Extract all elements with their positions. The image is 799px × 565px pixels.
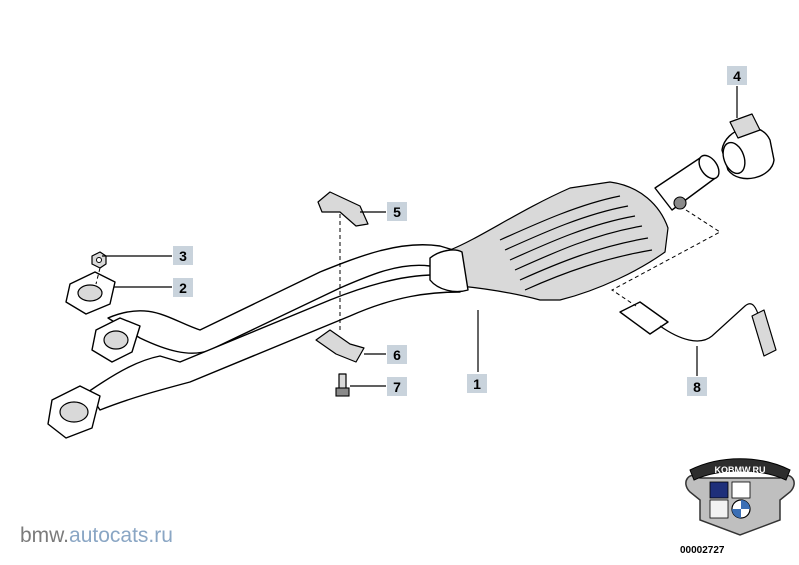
callout-5-label: 5 <box>393 204 401 220</box>
upper-bracket-part <box>317 191 369 227</box>
lower-bracket-part <box>315 329 365 363</box>
kobmw-logo: KOBMW.RU <box>685 458 795 536</box>
callout-6: 6 <box>387 345 407 364</box>
watermark: bmw.autocats.ru <box>20 524 173 548</box>
callout-6-label: 6 <box>393 347 401 363</box>
callout-4: 4 <box>727 66 747 85</box>
oxygen-sensor-part <box>619 301 777 357</box>
logo-text: KOBMW.RU <box>715 465 766 475</box>
leader-lines <box>102 86 738 387</box>
callout-2: 2 <box>173 278 193 297</box>
nut-part <box>91 251 107 269</box>
callout-7-label: 7 <box>393 379 401 395</box>
exhaust-pipe-assembly <box>87 154 720 411</box>
pipe-flanges <box>47 317 141 439</box>
assembly-guide-lines <box>95 209 721 330</box>
gasket-part <box>65 271 116 315</box>
diagram-code: 00002727 <box>680 545 725 556</box>
callout-8-label: 8 <box>693 379 701 395</box>
callout-4-label: 4 <box>733 68 741 84</box>
bolt-part <box>335 373 350 397</box>
callout-3: 3 <box>173 246 193 265</box>
converter-ribs <box>499 195 653 291</box>
watermark-part2: autocats.ru <box>69 524 173 547</box>
watermark-part1: bmw. <box>20 524 70 547</box>
callout-2-label: 2 <box>179 280 187 296</box>
callout-1-label: 1 <box>473 376 481 392</box>
callout-8: 8 <box>687 377 707 396</box>
clamp-part <box>721 113 775 180</box>
callout-5: 5 <box>387 202 407 221</box>
callout-3-label: 3 <box>179 248 187 264</box>
callout-1: 1 <box>467 374 487 393</box>
callout-7: 7 <box>387 377 407 396</box>
